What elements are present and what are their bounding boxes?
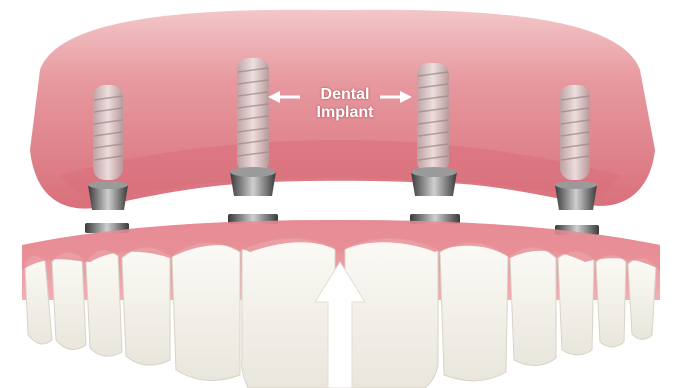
label-line-2: Implant (290, 104, 400, 122)
dental-implant-label: Dental Implant (290, 86, 400, 122)
implant-screw-1 (88, 85, 128, 210)
label-line-1: Dental (290, 86, 400, 104)
